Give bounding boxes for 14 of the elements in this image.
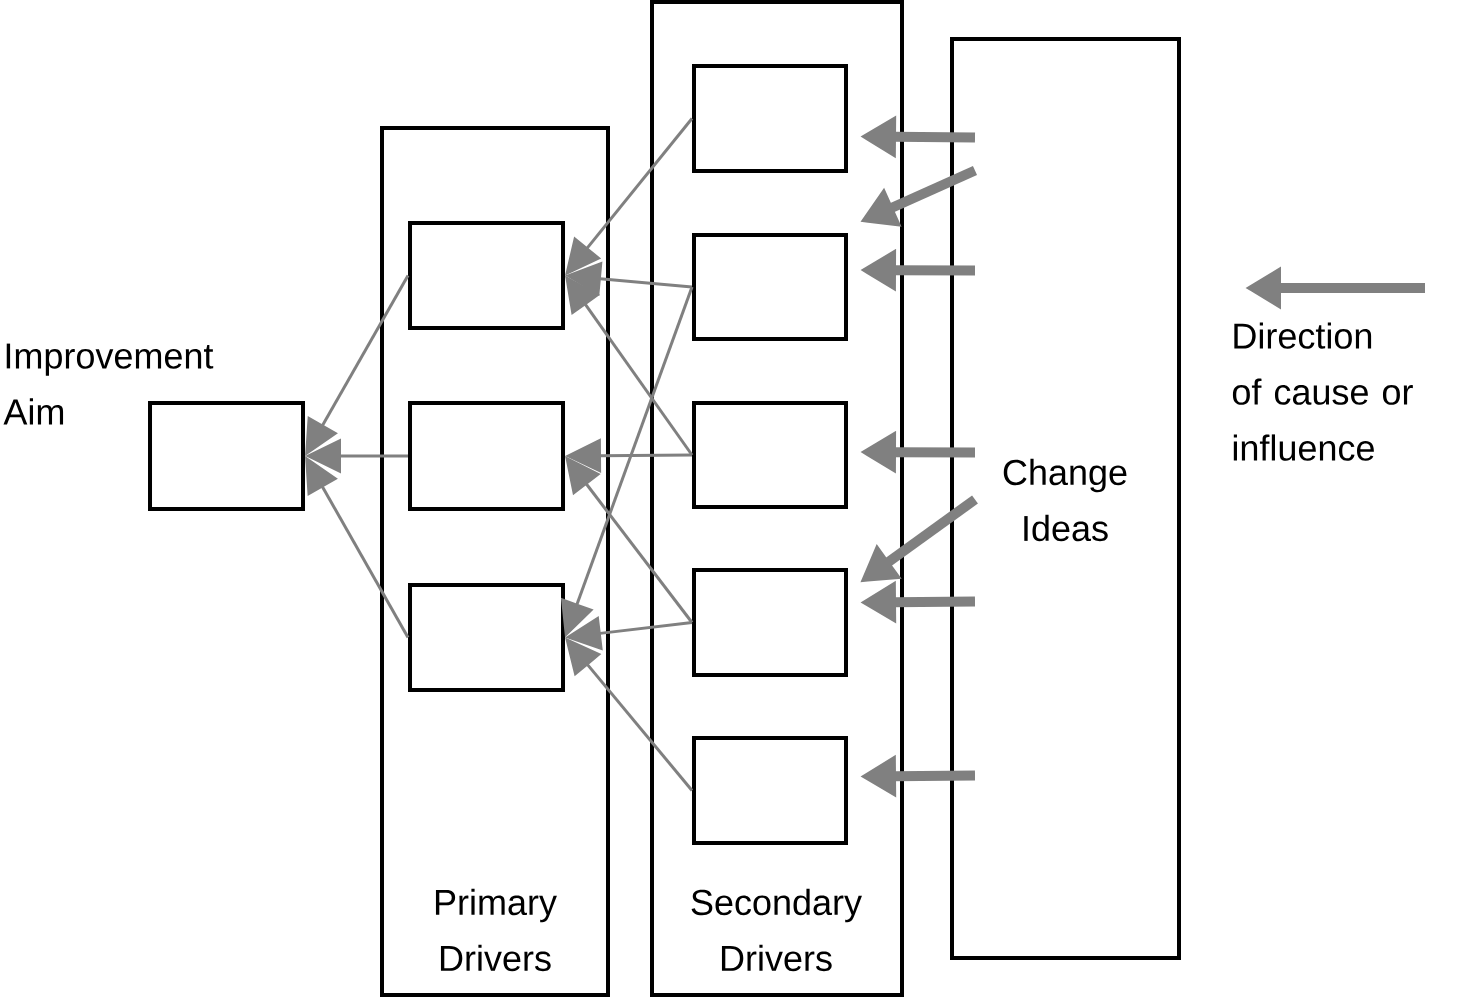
driver-box bbox=[692, 401, 848, 509]
column-box: Change Ideas bbox=[950, 37, 1181, 960]
driver-box bbox=[692, 568, 848, 677]
aim-box: Improvement Aim bbox=[3, 343, 305, 511]
driver-box bbox=[408, 401, 565, 511]
driver-box bbox=[692, 64, 848, 173]
driver-box bbox=[692, 736, 848, 845]
column-box: Primary Drivers bbox=[380, 126, 610, 997]
node-label: Improvement Aim bbox=[3, 343, 214, 425]
note-text: Direction of cause or influence bbox=[1232, 322, 1413, 461]
driver-box bbox=[408, 583, 565, 692]
driver-box bbox=[692, 233, 848, 341]
column-box: Secondary Drivers bbox=[650, 0, 904, 997]
driver-box bbox=[408, 221, 565, 330]
